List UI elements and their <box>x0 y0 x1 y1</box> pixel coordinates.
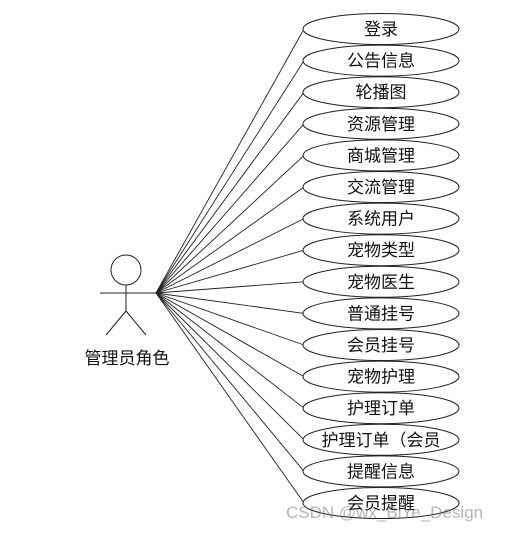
association-line <box>155 292 305 377</box>
use-case-ellipse <box>302 171 460 203</box>
use-case-label: 宠物医生 <box>347 273 415 292</box>
association-line <box>155 155 305 294</box>
use-case: 护理订单 <box>302 392 460 425</box>
use-case-label: 会员提醒 <box>347 494 415 513</box>
use-case-ellipse <box>302 455 460 488</box>
use-case: 公告信息 <box>302 44 460 77</box>
use-case-label: 交流管理 <box>347 178 415 197</box>
use-case: 宠物医生 <box>302 265 460 298</box>
use-case: 商城管理 <box>302 139 460 172</box>
use-case: 系统用户 <box>302 202 460 235</box>
association-line <box>155 292 305 346</box>
use-case-ellipse <box>302 13 460 45</box>
use-case-label: 宠物类型 <box>347 241 415 260</box>
use-case-ellipse <box>302 139 460 172</box>
use-case-ellipse <box>302 392 460 425</box>
use-case-label: 资源管理 <box>347 115 415 134</box>
use-case: 护理订单（会员 <box>302 423 460 456</box>
use-case-ellipse <box>302 107 460 140</box>
use-case-label: 轮播图 <box>356 83 407 102</box>
watermark: CSDN @wx_BiYe_Design <box>286 503 484 522</box>
association-line <box>155 281 305 294</box>
use-case-label: 提醒信息 <box>347 462 415 481</box>
use-case-ellipse <box>302 329 460 361</box>
use-case-ellipse <box>302 423 460 456</box>
association-line <box>155 60 305 294</box>
use-case-label: 护理订单 <box>347 399 415 418</box>
use-case-ellipse <box>302 234 460 267</box>
association-line <box>155 292 305 472</box>
association-line <box>155 249 305 294</box>
association-line <box>155 186 305 294</box>
actor-left-leg <box>105 310 127 336</box>
use-case-label: 护理订单（会员 <box>322 431 441 450</box>
actor-figure: 管理员角色 <box>85 254 170 368</box>
use-case: 宠物类型 <box>302 234 460 267</box>
use-case-label: 系统用户 <box>347 210 415 229</box>
association-line <box>155 123 305 294</box>
actor-right-leg <box>125 310 147 336</box>
use-case: 普通挂号 <box>302 297 460 330</box>
actor-label: 管理员角色 <box>85 349 170 368</box>
association-line <box>155 292 305 504</box>
association-line <box>155 292 305 409</box>
association-line <box>155 218 305 294</box>
association-line <box>155 292 305 314</box>
use-case-ellipse <box>302 76 460 109</box>
use-case-ellipse <box>302 202 460 235</box>
use-case-ellipse <box>302 265 460 298</box>
use-case-label: 登录 <box>364 20 398 39</box>
use-case: 会员挂号 <box>302 329 460 361</box>
use-case: 轮播图 <box>302 76 460 109</box>
association-line <box>155 28 305 294</box>
use-case-ellipse <box>302 44 460 77</box>
use-case: 会员提醒 <box>302 487 460 519</box>
use-case-label: 会员挂号 <box>347 336 415 355</box>
actor-head <box>110 254 142 286</box>
use-case: 交流管理 <box>302 171 460 203</box>
use-case-label: 商城管理 <box>347 146 415 165</box>
use-case: 宠物护理 <box>302 360 460 393</box>
use-case: 资源管理 <box>302 107 460 140</box>
use-case-label: 公告信息 <box>347 52 415 71</box>
use-case: 提醒信息 <box>302 455 460 488</box>
association-line <box>155 91 305 294</box>
use-case-ellipse <box>302 360 460 393</box>
use-case-label: 普通挂号 <box>347 304 415 323</box>
association-line <box>155 292 305 441</box>
use-case-label: 宠物护理 <box>347 368 415 387</box>
use-case-ellipse <box>302 487 460 519</box>
use-case-ellipse <box>302 297 460 330</box>
use-case: 登录 <box>302 13 460 45</box>
